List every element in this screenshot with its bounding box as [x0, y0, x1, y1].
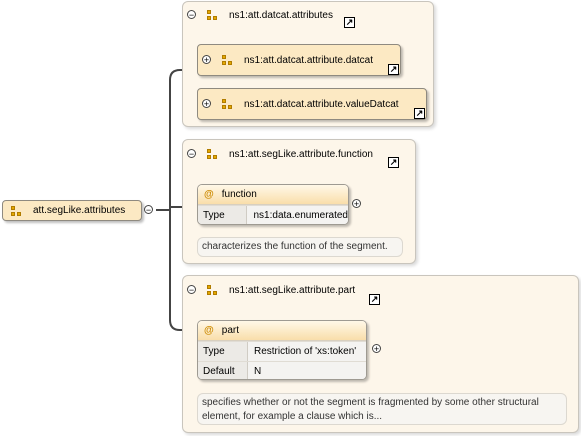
function-group-link-icon[interactable]: ↗: [388, 157, 399, 168]
datcat-attributes-panel: − ns1:att.datcat.attributes ↗ + ns1:att.…: [182, 1, 434, 127]
attribute-row: Type ns1:data.enumerated: [198, 205, 348, 224]
attribute-name: function: [221, 189, 257, 200]
part-collapse-toggle[interactable]: −: [187, 285, 196, 295]
part-expand-toggle[interactable]: +: [372, 344, 381, 354]
row-value: Restriction of 'xs:token': [248, 342, 366, 361]
datcat-attribute-datcat[interactable]: + ns1:att.datcat.attribute.datcat ↗: [197, 44, 401, 76]
root-collapse-toggle[interactable]: −: [144, 205, 153, 215]
datcat-attribute-valuedatcat[interactable]: + ns1:att.datcat.attribute.valueDatcat ↗: [197, 88, 427, 120]
row-key: Default: [198, 362, 248, 379]
part-attribute-card[interactable]: @ part Type Restriction of 'xs:token' Def…: [197, 320, 367, 380]
row-key: Type: [198, 342, 248, 361]
attribute-group-icon: [207, 10, 219, 21]
function-documentation: characterizes the function of the segmen…: [197, 237, 403, 257]
part-group-title: ns1:att.segLike.attribute.part: [229, 285, 356, 296]
datcat-group-title: ns1:att.datcat.attributes: [229, 10, 333, 21]
attribute-row: Default N: [198, 361, 366, 379]
element-group-icon: [11, 206, 23, 217]
attribute-row: Type Restriction of 'xs:token': [198, 341, 366, 361]
row-value: ns1:data.enumerated: [247, 206, 348, 224]
attribute-header: @ part: [198, 321, 366, 341]
function-group-title: ns1:att.segLike.attribute.function: [229, 149, 373, 160]
attribute-group-icon: [222, 99, 234, 110]
part-documentation: specifies whether or not the segment is …: [197, 393, 567, 425]
function-collapse-toggle[interactable]: −: [187, 149, 196, 159]
expand-toggle-valuedatcat[interactable]: +: [202, 99, 211, 109]
part-group-link-icon[interactable]: ↗: [369, 294, 380, 305]
expand-toggle-datcat[interactable]: +: [202, 55, 211, 65]
function-attribute-panel: − ns1:att.segLike.attribute.function ↗ @…: [182, 139, 416, 264]
documentation-text-line1: specifies whether or not the segment is …: [202, 397, 539, 408]
valuedatcat-item-label: ns1:att.datcat.attribute.valueDatcat: [244, 99, 399, 110]
root-element-label: att.segLike.attributes: [33, 205, 126, 216]
function-expand-toggle[interactable]: +: [352, 199, 361, 209]
documentation-text: characterizes the function of the segmen…: [202, 241, 388, 252]
row-key: Type: [198, 206, 248, 224]
root-element-box[interactable]: att.segLike.attributes: [2, 200, 142, 221]
datcat-item-link-icon[interactable]: ↗: [388, 64, 399, 75]
attribute-group-icon: [207, 285, 219, 296]
attribute-header: @ function: [198, 185, 348, 205]
part-attribute-panel: − ns1:att.segLike.attribute.part ↗ @ part…: [182, 275, 579, 433]
attribute-at-icon: @: [204, 325, 214, 336]
datcat-item-label: ns1:att.datcat.attribute.datcat: [244, 55, 373, 66]
function-attribute-card[interactable]: @ function Type ns1:data.enumerated: [197, 184, 349, 225]
attribute-name: part: [221, 325, 239, 336]
attribute-group-icon: [222, 55, 234, 66]
row-value: N: [248, 362, 366, 379]
attribute-group-icon: [207, 149, 219, 160]
attribute-at-icon: @: [204, 189, 214, 200]
datcat-collapse-toggle[interactable]: −: [187, 10, 196, 20]
datcat-group-link-icon[interactable]: ↗: [344, 17, 355, 28]
valuedatcat-item-link-icon[interactable]: ↗: [414, 108, 425, 119]
documentation-text-line2: element, for example a clause which is..…: [202, 411, 383, 422]
